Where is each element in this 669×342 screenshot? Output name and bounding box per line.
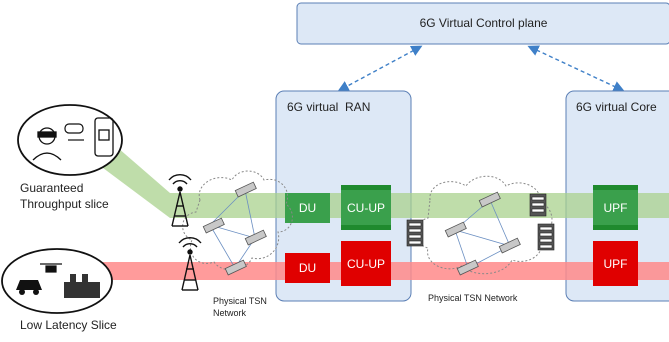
- iot-devices-bubble: [1, 248, 113, 314]
- du-green-box: [285, 193, 330, 223]
- guaranteed-slice-band: [170, 193, 669, 218]
- du-red-label: DU: [298, 261, 317, 275]
- cuup-red-label: CU-UP: [347, 256, 385, 271]
- factory-icon: [64, 274, 100, 298]
- gamepad-icon: [64, 123, 84, 141]
- du-red-box: [285, 253, 330, 283]
- du-green-label: DU: [298, 201, 317, 215]
- smartphone-icon: [94, 117, 114, 157]
- vr-user-icon: [32, 127, 62, 161]
- control-plane-title: 6G Virtual Control plane: [419, 16, 548, 30]
- control-plane-box: [296, 2, 669, 45]
- ran-title: 6G virtual RAN: [287, 100, 371, 114]
- middle-network-label: Physical TSN Network: [428, 293, 518, 303]
- guaranteed-slice-label-2: Throughput slice: [20, 197, 109, 211]
- car-icon: [16, 280, 42, 295]
- left-network-label-1: Physical TSN: [213, 296, 267, 306]
- control-to-core-arrow: [527, 45, 625, 92]
- tower-icon-top: [168, 174, 192, 227]
- server-racks: [406, 193, 555, 251]
- cuup-green-label: CU-UP: [347, 200, 385, 215]
- left-switches: [202, 181, 267, 276]
- tower-icon-bottom: [178, 237, 202, 291]
- upf-red-label: UPF: [603, 256, 628, 271]
- core-title: 6G virtual Core: [576, 100, 657, 114]
- cuup-red-box: [341, 241, 391, 286]
- middle-tsn-cloud: [415, 175, 553, 275]
- guaranteed-slice-label-1: Guaranteed: [20, 181, 84, 195]
- left-tsn-cloud: [182, 170, 293, 271]
- left-network-label-2: Network: [213, 308, 247, 318]
- control-to-ran-arrow: [337, 45, 423, 92]
- upf-red-box: [593, 241, 638, 286]
- upf-green-label: UPF: [603, 200, 628, 215]
- upf-green-box: [593, 185, 638, 230]
- low-latency-slice-label: Low Latency Slice: [20, 318, 117, 332]
- middle-switches: [444, 191, 521, 276]
- cuup-green-box: [341, 185, 391, 230]
- drone-icon: [40, 263, 62, 273]
